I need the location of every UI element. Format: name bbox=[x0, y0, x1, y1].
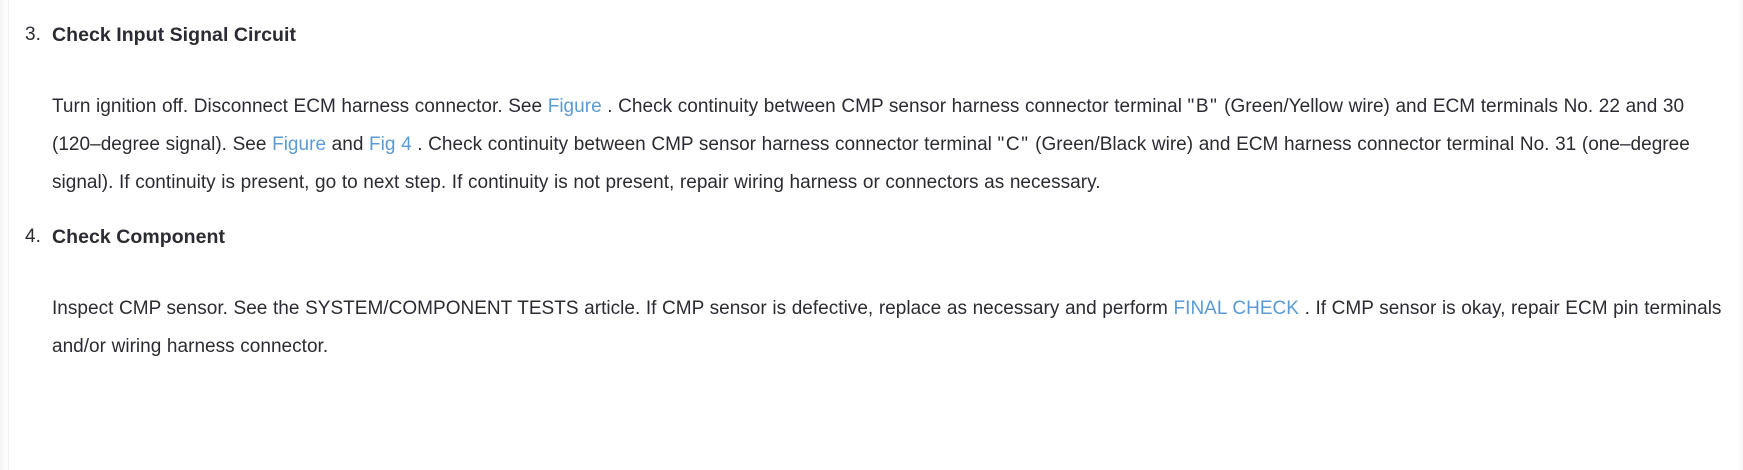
body-text: and bbox=[326, 134, 370, 155]
step-4-heading: 4. Check Component bbox=[25, 224, 1723, 250]
terminal-designation: "C" bbox=[997, 134, 1030, 155]
spacer bbox=[52, 250, 1723, 290]
doc-link-3[interactable]: Fig 4 bbox=[369, 134, 412, 155]
body-text: . Check continuity between CMP sensor ha… bbox=[411, 134, 998, 155]
body-text: . If CMP sensor is okay, repair ECM pin … bbox=[52, 298, 1722, 357]
step-3-number: 3. bbox=[25, 24, 41, 45]
step-3-body: Turn ignition off. Disconnect ECM harnes… bbox=[52, 88, 1723, 202]
body-text: (Green/Yellow wire) and ECM terminals No… bbox=[52, 96, 1685, 155]
body-text: (Green/Black wire) and ECM harness conne… bbox=[52, 134, 1690, 193]
doc-link-1[interactable]: FINAL CHECK bbox=[1173, 298, 1299, 319]
spacer bbox=[52, 48, 1723, 88]
step-3-heading: 3. Check Input Signal Circuit bbox=[25, 22, 1723, 48]
step-4-body: Inspect CMP sensor. See the SYSTEM/COMPO… bbox=[52, 290, 1723, 366]
procedure-step-3: 3. Check Input Signal Circuit Turn ignit… bbox=[0, 0, 1743, 202]
step-4-number: 4. bbox=[25, 226, 41, 247]
body-text: . Check continuity between CMP sensor ha… bbox=[601, 96, 1188, 117]
terminal-designation: "B" bbox=[1187, 96, 1219, 117]
page-right-gutter bbox=[1737, 0, 1743, 470]
body-text: Turn ignition off. Disconnect ECM harnes… bbox=[52, 96, 548, 117]
step-4-heading-text: Check Component bbox=[52, 226, 226, 248]
doc-link-1[interactable]: Figure bbox=[547, 96, 602, 117]
page-left-gutter bbox=[0, 0, 9, 470]
body-text: Inspect CMP sensor. See the SYSTEM/COMPO… bbox=[52, 298, 1174, 319]
step-3-heading-text: Check Input Signal Circuit bbox=[52, 24, 296, 46]
document-content: 3. Check Input Signal Circuit Turn ignit… bbox=[0, 0, 1743, 366]
procedure-step-4: 4. Check Component Inspect CMP sensor. S… bbox=[0, 224, 1743, 366]
doc-link-2[interactable]: Figure bbox=[272, 134, 327, 155]
spacer bbox=[0, 202, 1743, 224]
